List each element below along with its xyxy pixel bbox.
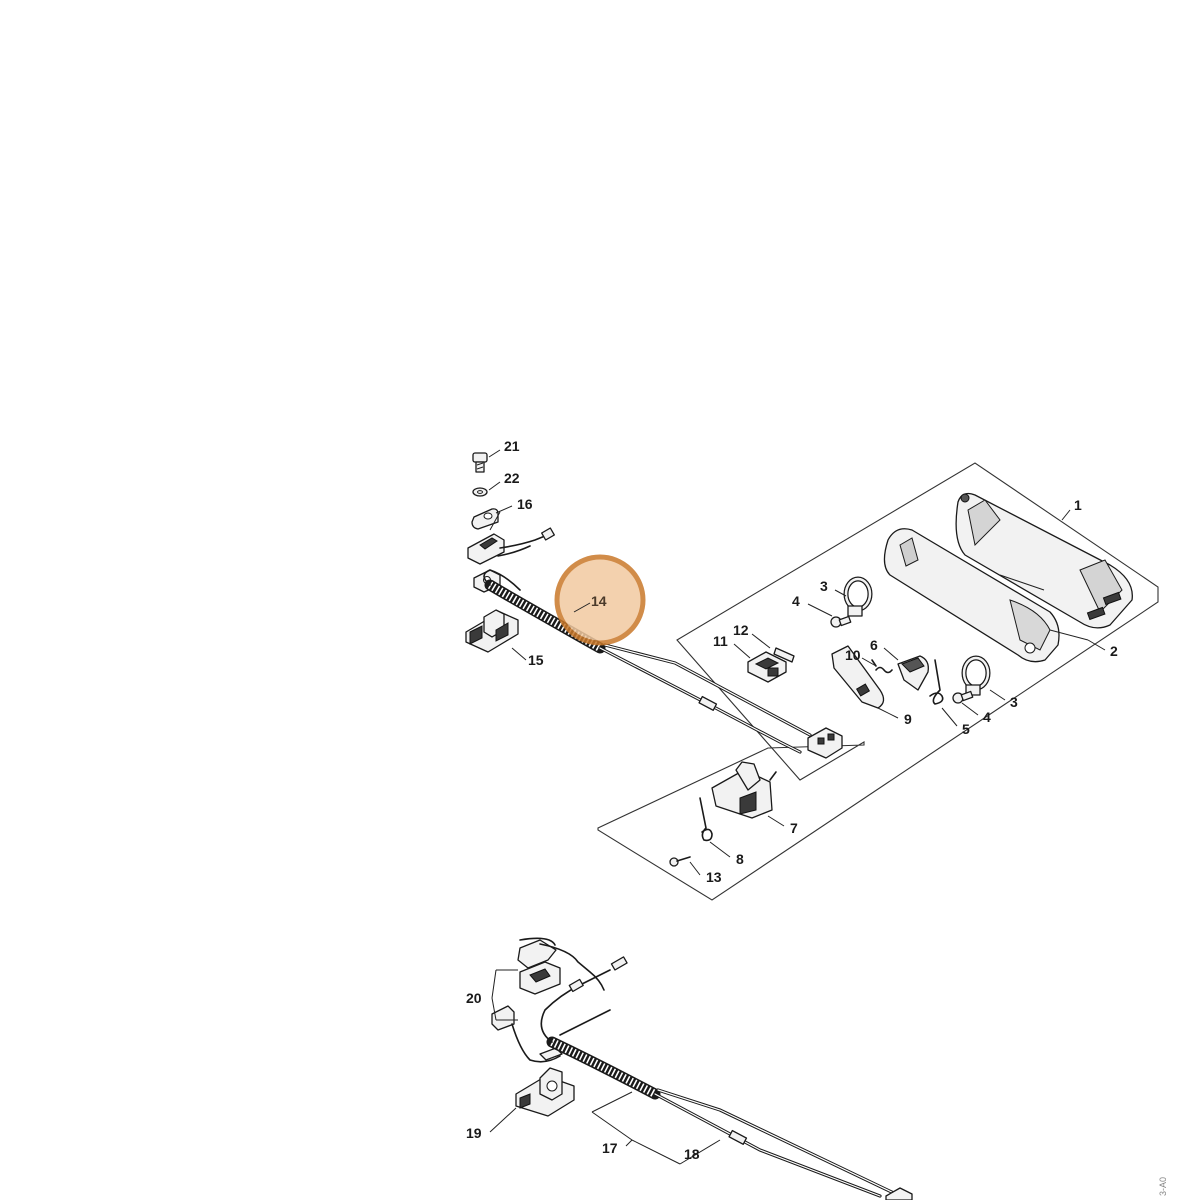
callout-15[interactable]: 15 [528,652,544,668]
throttle-trigger-9[interactable] [831,645,885,709]
callout-17[interactable]: 17 [602,1140,618,1156]
callout-2[interactable]: 2 [1110,643,1118,659]
callout-14[interactable]: 14 [591,593,607,609]
clamp-part-3-upper[interactable] [843,576,873,617]
callout-4-upper[interactable]: 4 [792,593,800,609]
callout-9[interactable]: 9 [904,711,912,727]
callout-10[interactable]: 10 [845,647,861,663]
callout-18[interactable]: 18 [684,1146,700,1162]
bracket-part-16[interactable] [471,508,499,530]
end-connector-lower[interactable] [885,1187,913,1200]
callout-11[interactable]: 11 [713,633,728,649]
callout-20[interactable]: 20 [466,990,482,1006]
spring-part-8[interactable] [699,797,713,842]
clamp-part-3-lower[interactable] [961,655,991,696]
throttle-switch-connector[interactable] [807,727,843,759]
callout-21[interactable]: 21 [504,438,520,454]
connector-plug-lower[interactable] [491,1005,563,1063]
switch-housing-15[interactable] [465,609,519,653]
switch-housing-upper[interactable] [467,527,555,565]
callout-1[interactable]: 1 [1074,497,1082,513]
handle-half-1[interactable] [955,492,1133,629]
leader-lines [488,449,1106,1165]
drawing-code: 3-A0 [1158,1177,1168,1196]
callout-19[interactable]: 19 [466,1125,482,1141]
callout-3-upper[interactable]: 3 [820,578,828,594]
handle-assembly-box [597,462,1159,901]
callout-labels: 21 22 16 14 15 1 2 3 3 4 4 5 6 7 8 9 10 … [466,438,1168,1196]
callout-5[interactable]: 5 [962,721,970,737]
screw-part-4-lower[interactable] [952,690,974,704]
screw-part-4-upper[interactable] [830,615,852,628]
callout-7[interactable]: 7 [790,820,798,836]
handle-part-7[interactable] [711,761,777,819]
callout-22[interactable]: 22 [504,470,520,486]
callout-13[interactable]: 13 [706,869,722,885]
callout-8[interactable]: 8 [736,851,744,867]
callout-16[interactable]: 16 [517,496,533,512]
spring-part-5[interactable] [929,659,944,705]
callout-6[interactable]: 6 [870,637,878,653]
callout-12[interactable]: 12 [733,622,749,638]
pin-part-12[interactable] [773,647,795,663]
screw-part[interactable] [472,452,488,473]
switch-housing-20[interactable] [517,937,605,995]
screw-part-13[interactable] [669,856,691,867]
torsion-spring-10[interactable] [871,659,893,674]
handle-half-2[interactable] [883,528,1060,663]
highlight-marker[interactable] [554,554,646,646]
washer-part[interactable] [472,487,488,497]
callout-3-lower[interactable]: 3 [1010,694,1018,710]
cable-harness-17[interactable] [540,956,902,1198]
switch-housing-19[interactable] [515,1067,575,1117]
callout-4-lower[interactable]: 4 [983,709,991,725]
lockout-lever-6[interactable] [897,655,929,691]
switch-part-11[interactable] [747,651,787,683]
